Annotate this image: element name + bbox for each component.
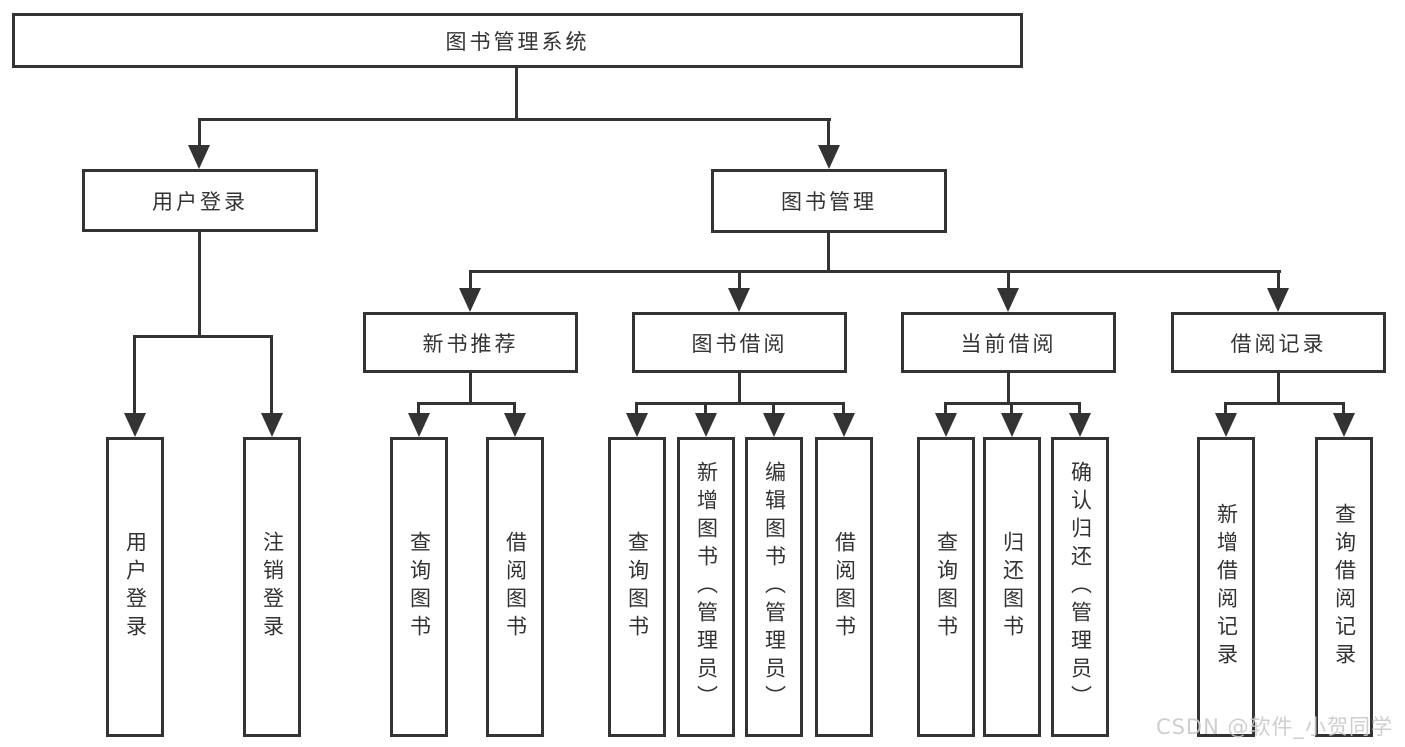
arrowhead-down-icon <box>124 413 146 437</box>
connector-hline <box>198 118 831 121</box>
arrowhead-down-icon <box>935 413 957 437</box>
leaf-query-books-1: 查询图书 <box>390 437 448 737</box>
connector-vline <box>469 273 472 291</box>
connector-vline <box>827 121 830 150</box>
connector-vline <box>635 405 638 415</box>
node-borrowing-records: 借阅记录 <box>1171 312 1386 373</box>
leaf-borrow-books-2: 借阅图书 <box>815 437 873 737</box>
connector-hline <box>944 402 1081 405</box>
connector-vline <box>1277 273 1280 291</box>
arrowhead-down-icon <box>833 413 855 437</box>
arrowhead-down-icon <box>1215 413 1237 437</box>
node-new-book-recommendation: 新书推荐 <box>363 312 578 373</box>
connector-vline <box>469 373 472 405</box>
connector-vline <box>1007 373 1010 405</box>
connector-vline <box>270 338 273 416</box>
node-book-borrowing: 图书借阅 <box>632 312 847 373</box>
connector-vline <box>1007 273 1010 291</box>
arrowhead-down-icon <box>504 413 526 437</box>
connector-vline <box>133 338 136 416</box>
node-user-login: 用户登录 <box>82 169 318 232</box>
arrowhead-down-icon <box>261 413 283 437</box>
leaf-confirm-return-admin: 确认归还（管理员） <box>1051 437 1109 737</box>
csdn-watermark: CSDN @软件_小贺同学 <box>1155 715 1393 739</box>
node-book-management: 图书管理 <box>711 169 947 233</box>
connector-hline <box>133 335 273 338</box>
arrowhead-down-icon <box>818 145 840 169</box>
connector-vline <box>198 232 201 338</box>
arrowhead-down-icon <box>1001 413 1023 437</box>
arrowhead-down-icon <box>728 288 750 312</box>
arrowhead-down-icon <box>188 145 210 169</box>
leaf-query-books-2: 查询图书 <box>608 437 666 737</box>
connector-vline <box>513 405 516 415</box>
node-current-borrowing: 当前借阅 <box>901 312 1116 373</box>
arrowhead-down-icon <box>408 413 430 437</box>
leaf-query-books-3: 查询图书 <box>917 437 975 737</box>
arrowhead-down-icon <box>1333 413 1355 437</box>
leaf-add-borrow-record: 新增借阅记录 <box>1197 437 1255 737</box>
leaf-query-borrow-record: 查询借阅记录 <box>1315 437 1373 737</box>
leaf-logout: 注销登录 <box>243 437 301 737</box>
connector-vline <box>842 405 845 415</box>
connector-vline <box>1010 405 1013 415</box>
connector-hline <box>635 402 845 405</box>
node-library-management-system: 图书管理系统 <box>12 13 1023 68</box>
leaf-user-login: 用户登录 <box>106 437 164 737</box>
leaf-edit-books-admin: 编辑图书（管理员） <box>745 437 803 737</box>
connector-vline <box>1078 405 1081 415</box>
leaf-return-books: 归还图书 <box>983 437 1041 737</box>
connector-vline <box>515 68 518 121</box>
connector-vline <box>944 405 947 415</box>
connector-hline <box>469 270 1281 273</box>
arrowhead-down-icon <box>695 413 717 437</box>
connector-vline <box>827 233 830 273</box>
connector-vline <box>738 273 741 291</box>
arrowhead-down-icon <box>626 413 648 437</box>
connector-vline <box>417 405 420 415</box>
arrowhead-down-icon <box>459 288 481 312</box>
connector-vline <box>1342 405 1345 415</box>
arrowhead-down-icon <box>763 413 785 437</box>
connector-hline <box>1224 402 1345 405</box>
connector-hline <box>417 402 516 405</box>
arrowhead-down-icon <box>1267 288 1289 312</box>
connector-vline <box>198 121 201 150</box>
connector-vline <box>704 405 707 415</box>
connector-vline <box>738 373 741 405</box>
arrowhead-down-icon <box>1069 413 1091 437</box>
arrowhead-down-icon <box>997 288 1019 312</box>
connector-vline <box>1277 373 1280 405</box>
leaf-borrow-books-1: 借阅图书 <box>486 437 544 737</box>
leaf-add-books-admin: 新增图书（管理员） <box>677 437 735 737</box>
connector-vline <box>1224 405 1227 415</box>
connector-vline <box>772 405 775 415</box>
